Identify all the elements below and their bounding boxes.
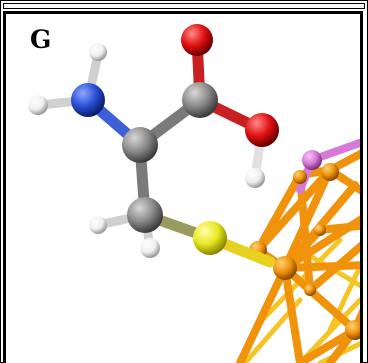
panel-label: G <box>30 25 52 54</box>
sulfur-atom <box>193 221 227 255</box>
hydrogen-atom <box>140 238 160 258</box>
top-border-strip <box>3 3 365 9</box>
carbon-atom-beta <box>127 197 163 233</box>
phosphorus-atom <box>302 150 322 170</box>
oxygen-atom-hydroxyl <box>245 113 279 147</box>
hydrogen-atom <box>28 95 48 115</box>
gold-atom <box>345 320 360 340</box>
nitrogen-atom <box>71 83 105 117</box>
gold-atom <box>273 256 297 280</box>
gold-atom <box>304 284 316 296</box>
oxygen-atom-carbonyl <box>181 24 213 56</box>
gold-atom <box>321 163 339 181</box>
gold-atom <box>314 224 326 236</box>
hydrogen-atom <box>245 168 265 188</box>
hydrogen-atom <box>89 216 107 234</box>
hydrogen-atom <box>89 43 107 61</box>
carbon-atom-alpha <box>122 127 158 163</box>
gold-atom <box>293 170 307 184</box>
carbon-atom-carboxyl <box>182 82 218 118</box>
